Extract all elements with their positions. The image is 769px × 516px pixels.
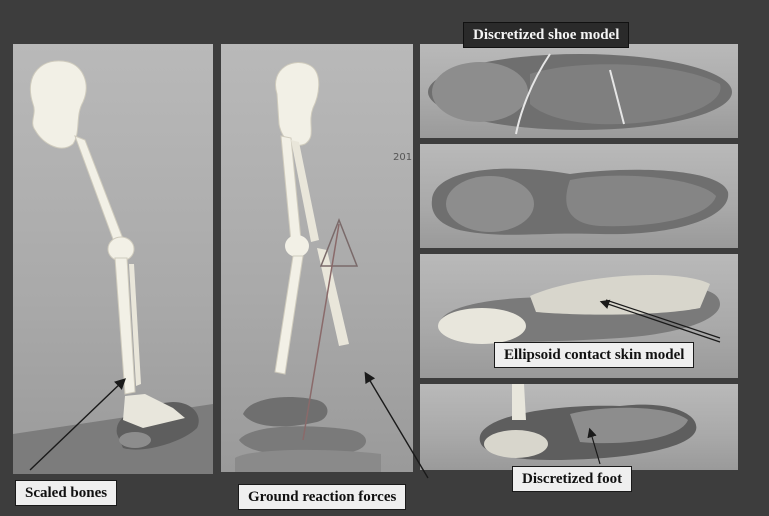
heel-pad	[484, 430, 548, 458]
marker-number: 201	[393, 152, 412, 163]
label-ellipsoid-contact-skin-model: Ellipsoid contact skin model	[494, 342, 694, 368]
label-discretized-foot: Discretized foot	[512, 466, 632, 492]
panel-discretized-foot	[420, 384, 738, 470]
toe-ridges	[530, 275, 710, 315]
femur	[75, 136, 125, 250]
knee	[108, 237, 134, 261]
heel-ellipsoid	[446, 176, 534, 232]
shoe-top-illustration	[420, 44, 738, 138]
knee-left	[285, 235, 309, 257]
heel-ellipsoid	[438, 308, 526, 344]
pelvis	[30, 61, 86, 148]
shoe-layer-3	[235, 450, 381, 472]
discretized-foot-illustration	[420, 384, 738, 470]
label-scaled-bones: Scaled bones	[15, 480, 117, 506]
panel-shoe-bottom	[420, 144, 738, 248]
shoe-left	[243, 397, 328, 426]
scaled-bones-illustration	[13, 44, 213, 474]
panel-scaled-bones	[13, 44, 213, 474]
ankle-bone	[512, 384, 526, 420]
label-discretized-shoe-model: Discretized shoe model	[463, 22, 629, 48]
label-ground-reaction-forces: Ground reaction forces	[238, 484, 406, 510]
ground-reaction-illustration	[221, 44, 413, 472]
heel-region	[432, 62, 528, 122]
tibia-left	[275, 256, 303, 374]
shoe-bottom-illustration	[420, 144, 738, 248]
heel-pad	[119, 432, 151, 448]
panel-ground-reaction-forces: 201	[221, 44, 413, 472]
panel-shoe-top	[420, 44, 738, 138]
pelvis	[276, 62, 319, 145]
